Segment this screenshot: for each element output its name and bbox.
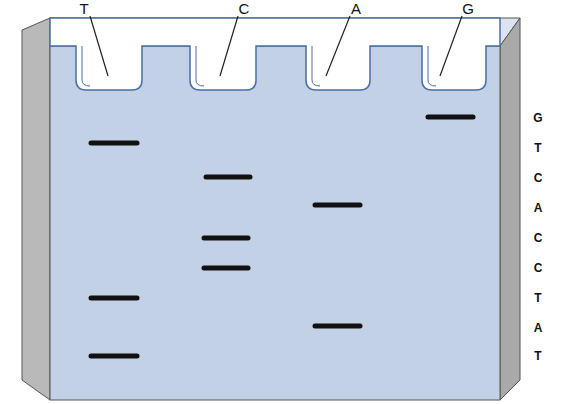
- gel-right-side: [500, 18, 520, 400]
- lane-label: A: [351, 2, 361, 16]
- gel-side: [22, 18, 50, 400]
- sequence-letter: G: [533, 111, 542, 125]
- gel-wells: [50, 18, 500, 90]
- sequence-letter: T: [534, 141, 541, 155]
- sequence-letter: T: [534, 349, 541, 363]
- sequence-letter: C: [534, 231, 543, 245]
- dna-bands: [91, 117, 473, 356]
- lane-label: G: [462, 2, 474, 16]
- leader-lines: [90, 16, 462, 76]
- sequence-letter: C: [534, 171, 543, 185]
- sequence-letter: A: [534, 321, 543, 335]
- sequence-letter: C: [534, 261, 543, 275]
- sequence-letter: T: [534, 291, 541, 305]
- lane-label: C: [239, 2, 250, 16]
- lane-label: T: [79, 2, 88, 16]
- sequence-letter: A: [534, 201, 543, 215]
- gel-front: [50, 46, 500, 400]
- well-depth-lines: [82, 46, 436, 86]
